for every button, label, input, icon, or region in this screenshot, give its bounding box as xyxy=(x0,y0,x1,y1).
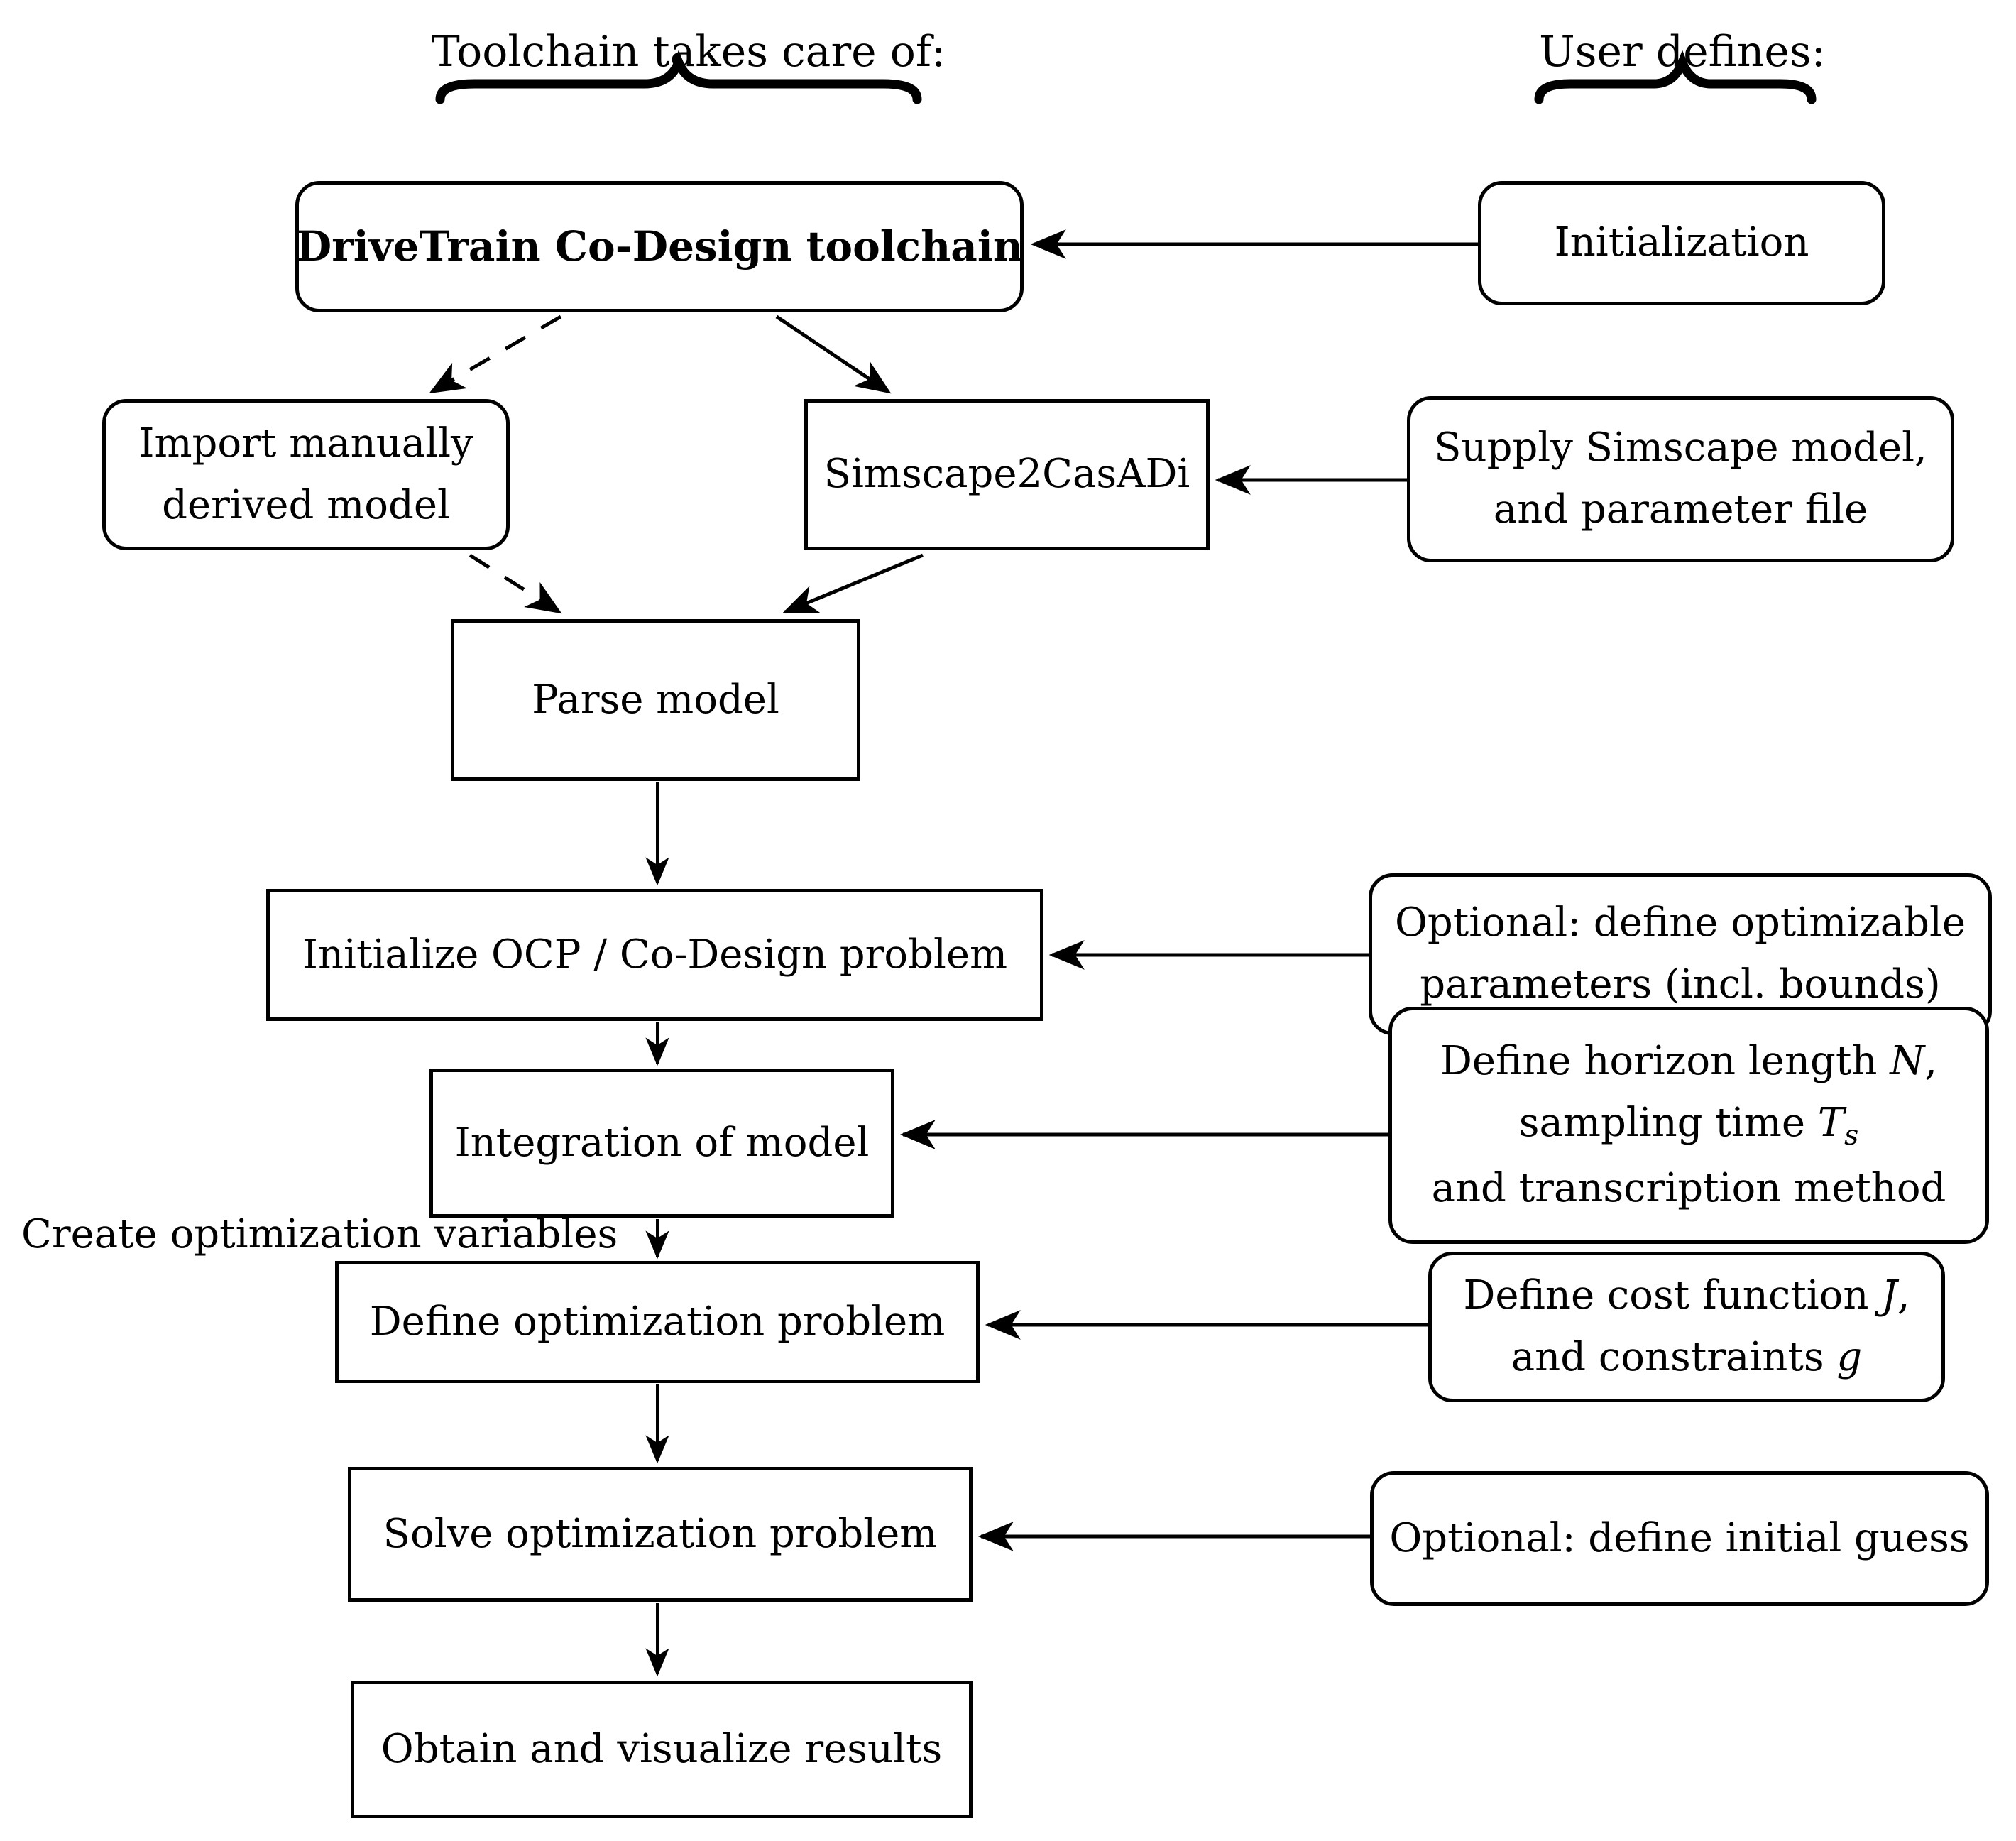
node-label-line1: Optional: define optimizable xyxy=(1394,900,1966,946)
node-label-line1: Supply Simscape model, xyxy=(1434,425,1927,471)
create-optimization-variables-label: Create optimization variables xyxy=(21,1211,618,1257)
node-label: Define optimization problem xyxy=(369,1298,946,1345)
node-label-line2: and constraints g xyxy=(1511,1334,1863,1380)
node-label: Integration of model xyxy=(454,1119,870,1166)
node-import-manual-model: Import manually derived model xyxy=(102,399,510,550)
arrow-dashed-import-to-parse xyxy=(469,553,562,614)
node-label-line1: Define horizon length N, xyxy=(1440,1038,1938,1085)
node-label-line1: Define cost function J, xyxy=(1463,1272,1910,1319)
node-label: Initialization xyxy=(1554,219,1809,266)
node-label: Simscape2CasADi xyxy=(823,451,1190,498)
arrow-dashed-drivetrain-to-import xyxy=(429,315,562,394)
node-label: Parse model xyxy=(532,676,779,723)
user-brace xyxy=(1534,50,1817,104)
math-N: N xyxy=(1890,1038,1925,1085)
node-label-line2: and parameter file xyxy=(1493,486,1868,532)
node-parse-model: Parse model xyxy=(451,619,860,781)
node-label-line1: Import manually xyxy=(138,420,473,466)
math-cost-J: J xyxy=(1881,1272,1897,1319)
node-initialize-ocp: Initialize OCP / Co-Design problem xyxy=(266,889,1043,1021)
node-label: Obtain and visualize results xyxy=(380,1725,943,1772)
math-T-subscript: s xyxy=(1844,1120,1859,1152)
node-label-line2: derived model xyxy=(162,481,450,528)
user-column-title: User defines: xyxy=(1539,27,1826,77)
node-optional-initial-guess: Optional: define initial guess xyxy=(1370,1471,1989,1606)
node-drivetrain-toolchain: DriveTrain Co-Design toolchain xyxy=(295,181,1024,312)
math-g: g xyxy=(1836,1334,1863,1380)
node-integration-of-model: Integration of model xyxy=(429,1069,894,1218)
arrow-simscape-to-parse xyxy=(782,553,924,614)
node-label-line3: and transcription method xyxy=(1431,1164,1946,1211)
node-label: Initialize OCP / Co-Design problem xyxy=(302,931,1008,978)
node-label-line2: sampling time Ts xyxy=(1518,1100,1859,1152)
node-initialization: Initialization xyxy=(1478,181,1885,305)
node-define-optimization-problem: Define optimization problem xyxy=(335,1261,980,1383)
node-obtain-visualize-results: Obtain and visualize results xyxy=(351,1681,973,1818)
arrow-drivetrain-to-simscape xyxy=(775,315,892,394)
math-T: T xyxy=(1817,1100,1845,1147)
toolchain-brace xyxy=(435,50,922,104)
node-supply-simscape-model: Supply Simscape model, and parameter fil… xyxy=(1407,396,1954,562)
toolchain-column-title: Toolchain takes care of: xyxy=(431,27,946,77)
node-label: Solve optimization problem xyxy=(383,1510,938,1557)
node-label: Optional: define initial guess xyxy=(1389,1514,1970,1561)
node-label: DriveTrain Co-Design toolchain xyxy=(295,222,1024,271)
node-define-horizon-sampling-transcription: Define horizon length N, sampling time T… xyxy=(1388,1007,1989,1244)
node-solve-optimization-problem: Solve optimization problem xyxy=(348,1467,973,1602)
node-label-line2: parameters (incl. bounds) xyxy=(1420,961,1941,1007)
node-simscape2casadi: Simscape2CasADi xyxy=(804,399,1210,550)
node-define-cost-constraints: Define cost function J, and constraints … xyxy=(1428,1252,1945,1402)
